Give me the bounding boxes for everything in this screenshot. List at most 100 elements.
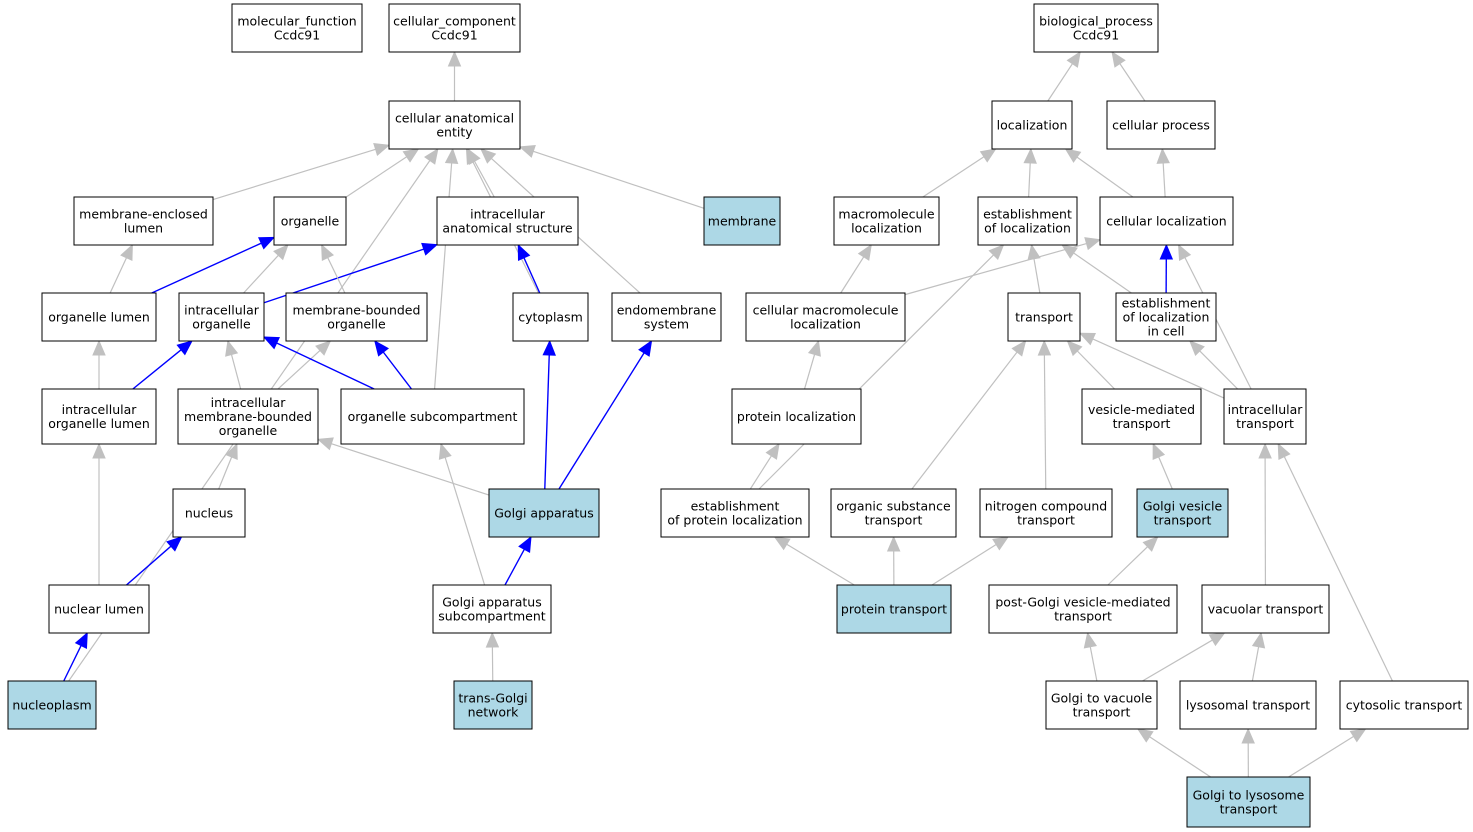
term-box (48, 584, 150, 634)
term-node-ct[interactable]: cytosolic transport (1339, 680, 1469, 730)
term-node-mem[interactable]: membrane (703, 196, 781, 246)
term-label-line: intracellular (1228, 402, 1304, 417)
term-node-pt[interactable]: protein transport (836, 584, 952, 634)
term-label-line: Ccdc91 (431, 28, 477, 43)
term-label-line: lumen (124, 221, 163, 236)
term-node-cp[interactable]: cellular process (1106, 100, 1216, 150)
edge-ias-to-cae (473, 160, 495, 198)
arrowhead-it-to-tr (1078, 332, 1096, 346)
term-node-nl[interactable]: nuclear lumen (48, 584, 150, 634)
arrowhead-os-to-mbo (374, 339, 390, 357)
term-node-np[interactable]: nucleoplasm (7, 680, 97, 730)
arrowhead-iol-to-io (176, 340, 193, 356)
term-node-lt[interactable]: lysosomal transport (1179, 680, 1317, 730)
edge-tr-to-eol (1033, 258, 1041, 294)
arrowhead-cml-to-ml (857, 243, 872, 261)
term-box (436, 196, 579, 246)
edge-io-to-org (243, 254, 279, 294)
arrowhead-org-to-cae (402, 148, 420, 163)
arrowhead-cae-to-cc (447, 50, 462, 67)
edge-cml-to-cl (904, 242, 1087, 296)
term-node-loc[interactable]: localization (991, 100, 1073, 150)
arrowhead-gtl-to-gtv (1136, 728, 1154, 743)
term-label-line: cytosolic transport (1346, 698, 1463, 713)
term-box (991, 100, 1073, 150)
arrowhead-gtl-to-lt (1241, 727, 1255, 744)
term-label-line: transport (1220, 802, 1278, 817)
term-box (488, 488, 600, 538)
term-label-line: Golgi apparatus (494, 506, 594, 521)
term-box (979, 488, 1113, 538)
term-node-tr[interactable]: transport (1007, 292, 1081, 342)
term-node-pl[interactable]: protein localization (731, 388, 862, 445)
term-node-cl[interactable]: cellular localization (1099, 196, 1234, 246)
term-label-line: transport (865, 513, 923, 528)
edge-cml-to-ml (840, 256, 865, 294)
edge-eolc-to-eol (1073, 252, 1132, 294)
term-box (1186, 776, 1311, 828)
term-label-line: trans-Golgi (458, 691, 527, 706)
arrowhead-ml-to-loc (979, 148, 997, 163)
term-label-line: Ccdc91 (1073, 28, 1119, 43)
term-box (388, 3, 521, 53)
term-node-nuc[interactable]: nucleus (172, 488, 246, 538)
term-label-line: establishment (983, 207, 1072, 222)
arrowhead-ga-to-es (638, 339, 653, 357)
arrowhead-gas-to-os (438, 442, 452, 460)
arrowhead-eolc-to-eol (1061, 244, 1078, 259)
edge-cyt-to-ias (523, 257, 541, 294)
term-node-cyt[interactable]: cytoplasm (512, 292, 589, 342)
arrowhead-pt-to-epl (773, 536, 791, 551)
arrowhead-it-to-cl (1178, 243, 1192, 261)
term-label-line: anatomical structure (442, 221, 572, 236)
term-label-line: localization (790, 317, 861, 332)
term-label-line: endomembrane (617, 303, 717, 318)
term-label-line: transport (1054, 609, 1112, 624)
term-box (1223, 388, 1307, 445)
term-label-line: Golgi to lysosome (1193, 788, 1305, 803)
edge-it-to-tr (1092, 338, 1225, 399)
term-node-ga[interactable]: Golgi apparatus (488, 488, 600, 538)
term-node-org[interactable]: organelle (273, 196, 347, 246)
arrowhead-ga-to-imbo (316, 437, 334, 451)
term-node-ol[interactable]: organelle lumen (41, 292, 157, 342)
edge-mel-to-cae (212, 148, 376, 201)
term-node-vt[interactable]: vacuolar transport (1201, 584, 1330, 634)
term-node-os[interactable]: organelle subcompartment (340, 388, 525, 445)
edge-nct-to-tr (1043, 354, 1047, 490)
term-label-line: organelle (192, 317, 251, 332)
edge-imbo-to-io (230, 354, 242, 390)
edge-pt-to-epl (786, 543, 855, 586)
term-label-line: establishment (691, 499, 780, 514)
term-box (660, 488, 810, 538)
term-label-line: organelle (281, 214, 340, 229)
edge-pt-to-nct (931, 543, 997, 586)
